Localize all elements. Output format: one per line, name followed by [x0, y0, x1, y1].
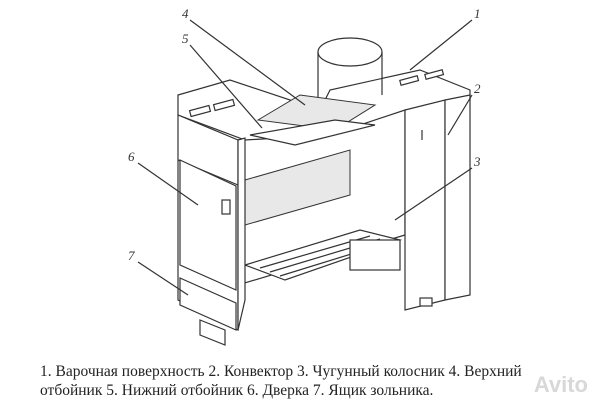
label-5: 5 — [182, 31, 189, 46]
label-1: 1 — [474, 6, 481, 21]
convector — [404, 94, 471, 311]
leader-lines — [137, 19, 473, 296]
stove-diagram: 1 2 3 4 5 6 7 — [128, 6, 481, 346]
watermark: Avito — [533, 372, 588, 397]
door — [179, 159, 237, 291]
caption-line-2: отбойник 5. Нижний отбойник 6. Дверка 7.… — [40, 382, 434, 399]
lower-deflector — [249, 119, 376, 146]
caption: 1. Варочная поверхность 2. Конвектор 3. … — [40, 362, 590, 400]
label-7: 7 — [128, 248, 135, 263]
label-4: 4 — [182, 6, 189, 21]
caption-line-1: 1. Варочная поверхность 2. Конвектор 3. … — [40, 363, 522, 380]
label-6: 6 — [128, 149, 135, 164]
label-3: 3 — [473, 154, 481, 169]
label-2: 2 — [474, 81, 481, 96]
cast-iron-grate — [243, 229, 403, 281]
ash-drawer — [179, 277, 237, 346]
